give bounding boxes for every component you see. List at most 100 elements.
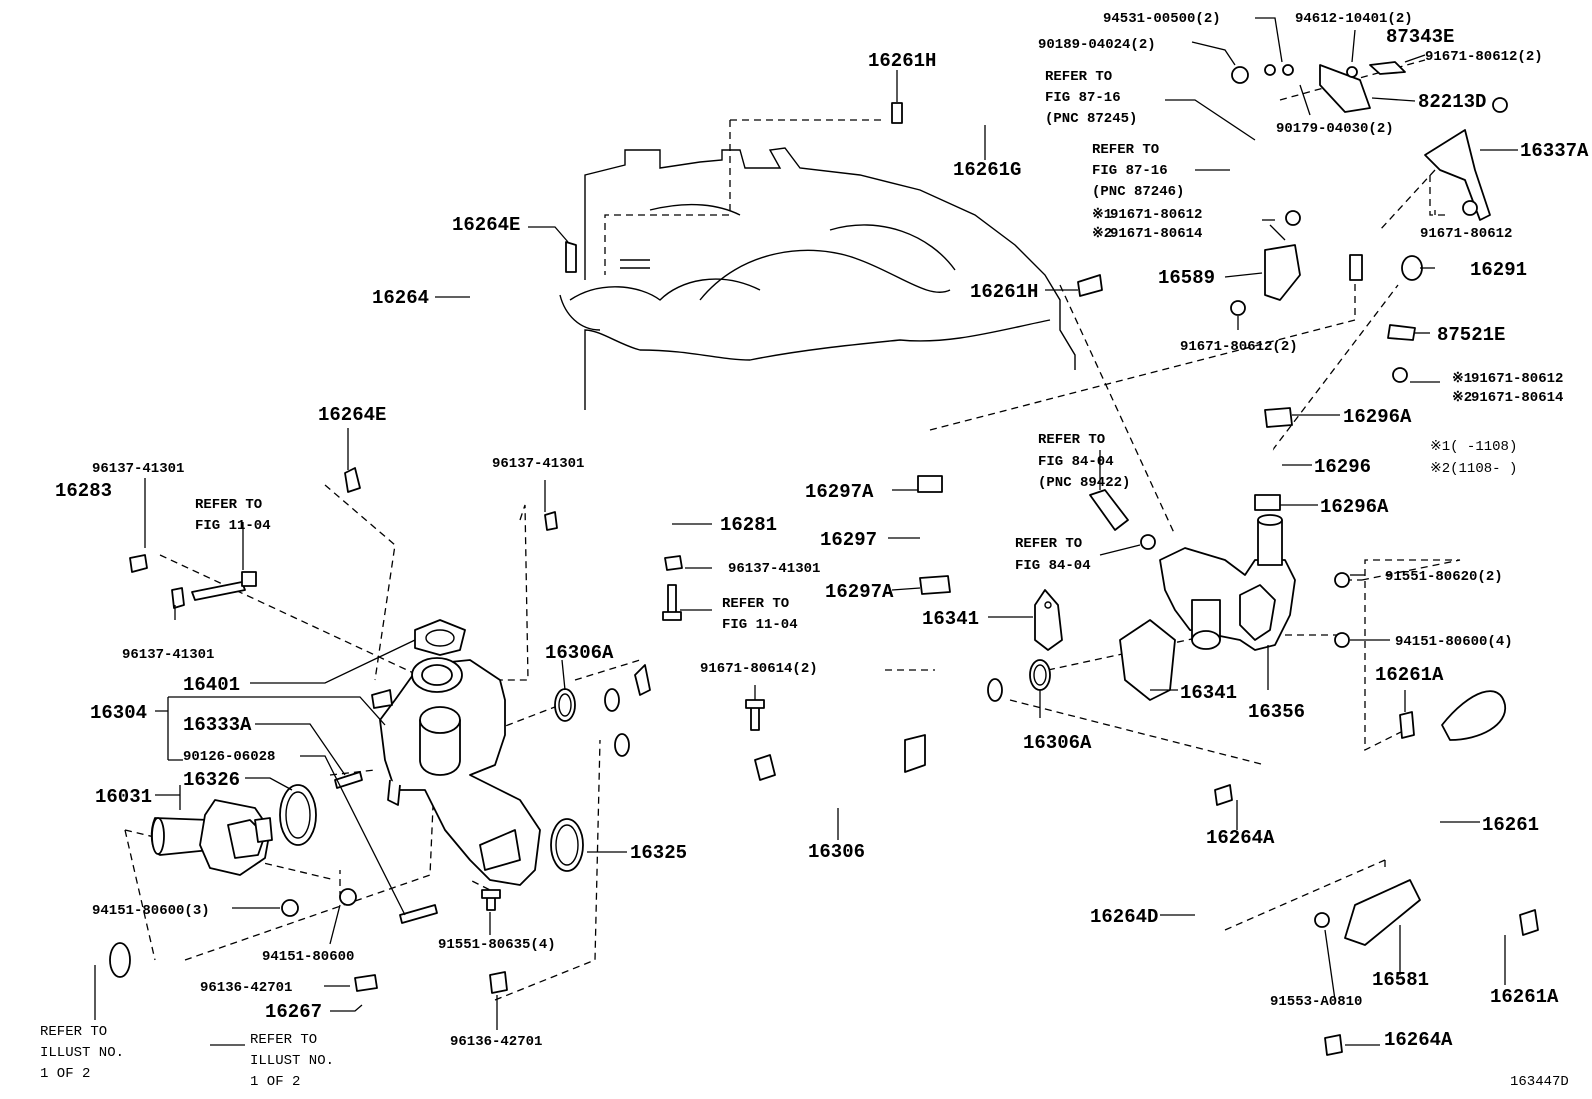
label-91671-612: 91671-80612 [1420, 226, 1512, 242]
label-16333A: 16333A [183, 714, 252, 736]
label-16031: 16031 [95, 786, 152, 808]
label-96136-b: 96136-42701 [450, 1034, 542, 1050]
label-16261: 16261 [1482, 814, 1539, 836]
hose-16264D [1165, 791, 1329, 1055]
hose-16281 [570, 491, 680, 548]
label-16304: 16304 [90, 702, 147, 724]
note-part-1b: 91671-80612 [1471, 371, 1563, 387]
label-90126: 90126-06028 [183, 749, 275, 765]
label-16291: 16291 [1470, 259, 1527, 281]
o-ring-16325 [550, 818, 584, 872]
label-16326: 16326 [183, 769, 240, 791]
ref-1104b-line2: FIG 11-04 [722, 617, 798, 633]
bracket-16589 [1264, 244, 1301, 301]
gasket-16341-left [1034, 589, 1063, 651]
leader-lines [94, 17, 1518, 1046]
gasket-16401 [414, 619, 466, 656]
label-94151-4: 94151-80600(4) [1395, 634, 1513, 650]
ref-illust2-line2: ILLUST NO. [250, 1053, 334, 1069]
union-pipe-16291 [1252, 142, 1423, 281]
ref-1104a-line1: REFER TO [195, 497, 262, 513]
ref-1104b-line1: REFER TO [722, 596, 789, 612]
ref-87246-line3: (PNC 87246) [1092, 184, 1184, 200]
label-16264A-bot: 16264A [1384, 1029, 1453, 1051]
note-marks: ※1 91671-80612 ※2 91671-80614 ※1 91671-8… [1092, 207, 1563, 477]
label-16264A-top: 16264A [1206, 827, 1275, 849]
label-91551-635: 91551-80635(4) [438, 937, 556, 953]
label-87343E: 87343E [1386, 26, 1454, 48]
ref-89422-line3: (PNC 89422) [1038, 475, 1130, 491]
o-ring-16306A-left [554, 688, 576, 722]
o-ring-16306A-right [1029, 659, 1051, 691]
label-16264D: 16264D [1090, 906, 1158, 928]
reference-notes: REFER TO FIG 87-16 (PNC 87245) REFER TO … [40, 69, 1184, 1090]
note-mark-2b: ※2 [1452, 390, 1472, 406]
ref-87246-line2: FIG 87-16 [1092, 163, 1168, 179]
label-16401: 16401 [183, 674, 240, 696]
water-pipe-16306 [601, 611, 1004, 832]
label-16337A: 16337A [1520, 140, 1589, 162]
ref-illust1-line2: ILLUST NO. [40, 1045, 124, 1061]
label-91671-612-2a: 91671-80612(2) [1425, 49, 1543, 65]
label-16325: 16325 [630, 842, 687, 864]
label-90179: 90179-04030(2) [1276, 121, 1394, 137]
label-16283: 16283 [55, 480, 112, 502]
label-96137-c: 96137-41301 [492, 456, 584, 472]
gasket-16326 [279, 784, 317, 846]
label-16261G: 16261G [953, 159, 1021, 181]
ref-89422-line1: REFER TO [1038, 432, 1105, 448]
label-16581: 16581 [1372, 969, 1429, 991]
ref-illust2-line3: 1 OF 2 [250, 1074, 300, 1090]
ref-illust2-line1: REFER TO [250, 1032, 317, 1048]
ref-8404-line1: REFER TO [1015, 536, 1082, 552]
label-16261A-bot: 16261A [1490, 986, 1559, 1008]
clamps [129, 102, 1539, 1056]
ref-87245-line3: (PNC 87245) [1045, 111, 1137, 127]
gasket-16341-right [1119, 619, 1176, 701]
label-16296A-bot: 16296A [1320, 496, 1389, 518]
label-94151-single: 94151-80600 [262, 949, 354, 965]
label-96137-d: 96137-41301 [728, 561, 820, 577]
label-94612: 94612-10401(2) [1295, 11, 1413, 27]
water-inlet-housing-16304 [371, 657, 541, 886]
thermostat-16031 [150, 799, 273, 876]
note-part-2a: 91671-80614 [1110, 226, 1202, 242]
label-16264: 16264 [372, 287, 429, 309]
part-labels: 16261H 16261G 16261H 16264E 16264 16264E… [55, 11, 1589, 1090]
ref-87245-line2: FIG 87-16 [1045, 90, 1121, 106]
bracket-16337A [1424, 129, 1491, 221]
hose-16264 [372, 252, 558, 483]
document-id: 163447D [1510, 1074, 1569, 1090]
label-16306A-left: 16306A [545, 642, 614, 664]
label-16281: 16281 [720, 514, 777, 536]
label-94531: 94531-00500(2) [1103, 11, 1221, 27]
bracket-16581 [1344, 879, 1421, 946]
label-16589: 16589 [1158, 267, 1215, 289]
label-91671-614-2: 91671-80614(2) [700, 661, 818, 677]
ref-8404-line2: FIG 84-04 [1015, 558, 1091, 574]
label-94151-3: 94151-80600(3) [92, 903, 210, 919]
label-91671-612-2b: 91671-80612(2) [1180, 339, 1298, 355]
note-part-2b: 91671-80614 [1471, 390, 1563, 406]
note-mark-1b: ※1 [1452, 371, 1472, 387]
ref-87245-line1: REFER TO [1045, 69, 1112, 85]
label-16264E-top: 16264E [452, 214, 520, 236]
label-16267: 16267 [265, 1001, 322, 1023]
ref-1104a-line2: FIG 11-04 [195, 518, 271, 534]
hose-16261G [907, 107, 1073, 278]
label-16341-right: 16341 [1180, 682, 1237, 704]
legend-2: ※2(1108- ) [1430, 461, 1517, 477]
label-82213D: 82213D [1418, 91, 1486, 113]
hose-ref-left [34, 939, 205, 1099]
ref-87246-line1: REFER TO [1092, 142, 1159, 158]
label-91551-620: 91551-80620(2) [1385, 569, 1503, 585]
water-outlet-16356 [1159, 514, 1296, 651]
hose-16283 [77, 532, 162, 619]
label-16297: 16297 [820, 529, 877, 551]
label-87521E: 87521E [1437, 324, 1505, 346]
label-16296A-top: 16296A [1343, 406, 1412, 428]
label-96137-a: 96137-41301 [92, 461, 184, 477]
label-16261H-top: 16261H [868, 50, 936, 72]
label-16341-left: 16341 [922, 608, 979, 630]
label-16296: 16296 [1314, 456, 1371, 478]
